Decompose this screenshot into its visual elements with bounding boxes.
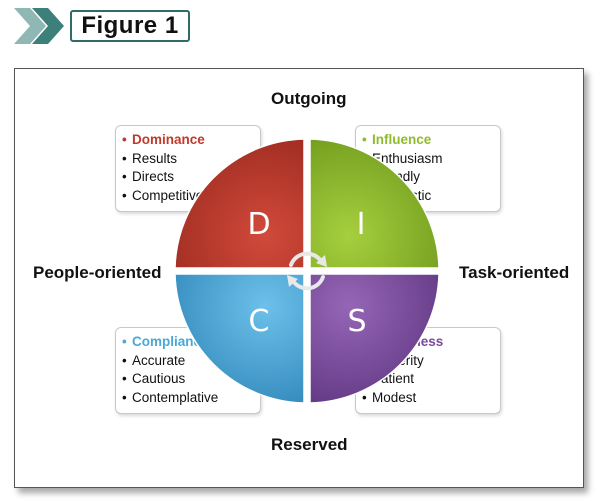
quadrant-letter-s: S — [347, 304, 366, 339]
quadrant-c — [174, 273, 305, 404]
axis-label-bottom: Reserved — [271, 435, 348, 454]
callout-influence-title-line: • Influence — [362, 131, 494, 150]
callout-compliance-item: • Contemplative — [122, 389, 254, 408]
callout-compliance-item: • Accurate — [122, 352, 254, 371]
figure-label-box: Figure 1 — [70, 10, 190, 42]
callout-dominance-item: • Competitive — [122, 187, 254, 206]
quadrant-letter-i: I — [357, 207, 366, 242]
callout-dominance-item-text: Results — [132, 150, 178, 166]
axis-label-top: Outgoing — [271, 89, 347, 108]
chevron-icon — [14, 8, 64, 44]
quadrant-letter-d: D — [247, 207, 270, 242]
disc-wheel: D I C S — [174, 138, 440, 404]
figure-header: Figure 1 — [12, 6, 190, 46]
figure-label: Figure 1 — [81, 12, 179, 39]
quadrant-letter-c: C — [249, 304, 270, 339]
circular-arrows-icon — [287, 251, 327, 291]
callout-compliance-item: • Cautious — [122, 370, 254, 389]
bullet-icon: • — [122, 169, 127, 184]
callout-compliance-item-text: Contemplative — [132, 389, 219, 405]
callout-dominance-item-text: Competitive — [132, 187, 204, 203]
bullet-icon: • — [122, 132, 127, 147]
callout-steadiness-item: • Modest — [362, 389, 494, 408]
callout-compliance-title-line: • Compliance — [122, 333, 254, 352]
quadrant-i — [309, 138, 440, 269]
callout-compliance-item-text: Cautious — [132, 371, 186, 386]
bullet-icon: • — [122, 389, 127, 405]
callout-influence-title: Influence — [372, 132, 432, 147]
callout-dominance-item-text: Directs — [132, 169, 175, 184]
axis-label-right: Task-oriented — [459, 263, 570, 282]
disc-diagram-frame: Outgoing Reserved People-oriented Task-o… — [14, 68, 584, 488]
callout-dominance-title: Dominance — [132, 132, 205, 147]
axis-label-left: People-oriented — [33, 263, 162, 282]
callout-influence-item-text: Enthusiasm — [372, 150, 443, 166]
callout-steadiness-item-text: Modest — [372, 389, 417, 405]
quadrant-d — [174, 138, 305, 269]
bullet-icon: • — [122, 150, 127, 166]
callout-compliance-title: Compliance — [132, 334, 209, 349]
bullet-icon: • — [122, 334, 127, 349]
bullet-icon: • — [362, 132, 367, 147]
bullet-icon: • — [122, 352, 127, 368]
bullet-icon: • — [122, 371, 127, 386]
bullet-icon: • — [362, 389, 367, 405]
callout-dominance-item: • Results — [122, 150, 254, 169]
bullet-icon: • — [122, 187, 127, 203]
callout-compliance-item-text: Accurate — [132, 352, 186, 368]
callout-dominance-item: • Directs — [122, 168, 254, 187]
callout-dominance-title-line: • Dominance — [122, 131, 254, 150]
quadrant-s — [309, 273, 440, 404]
